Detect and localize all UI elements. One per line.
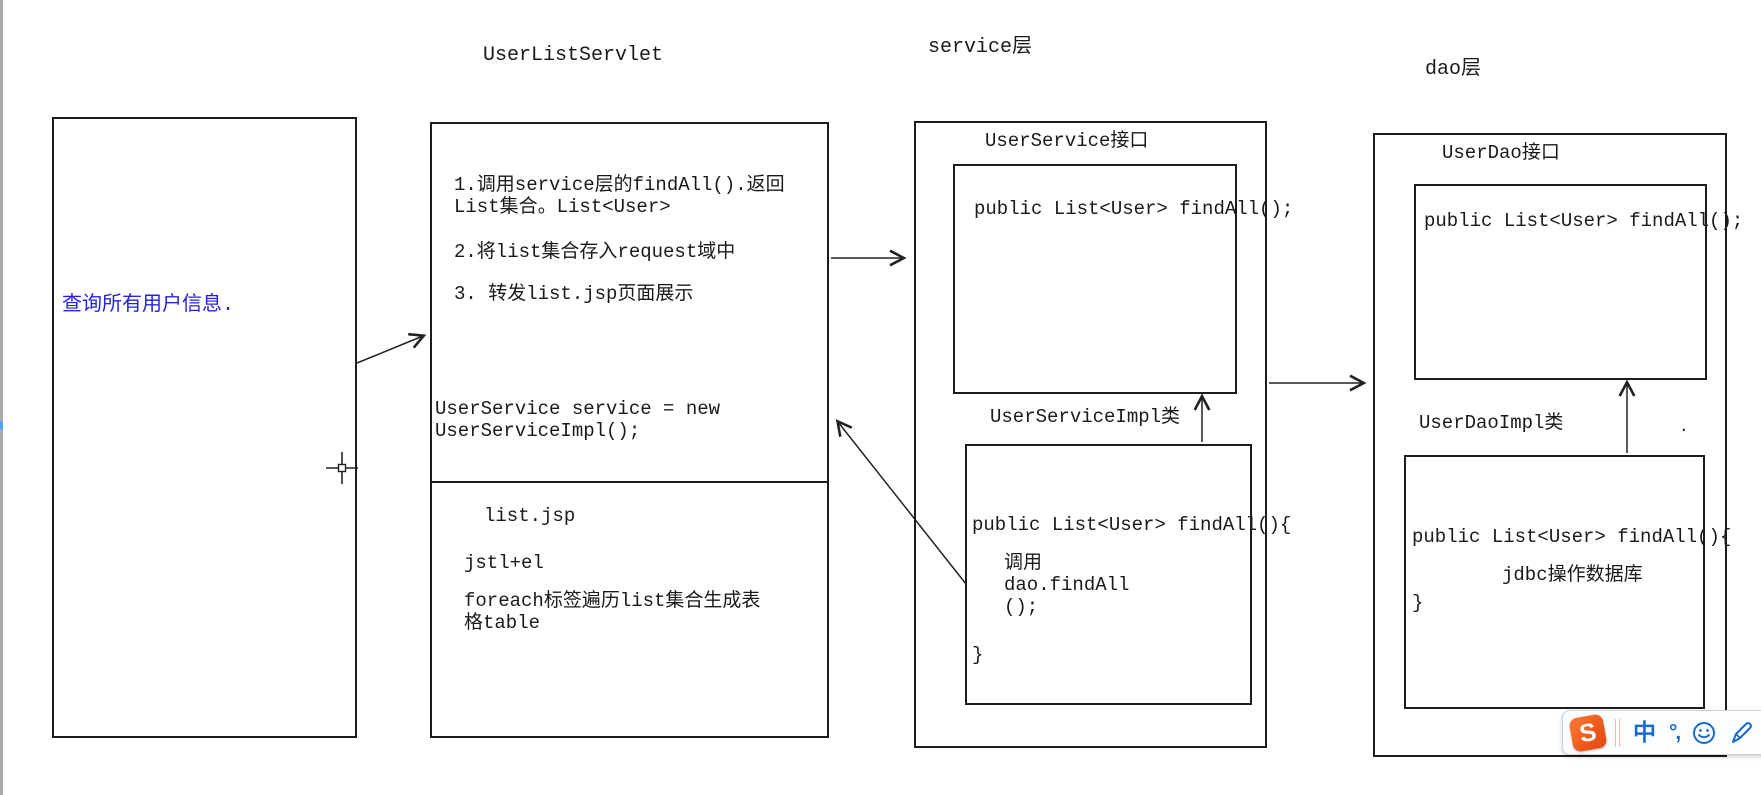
- jsp-tech: jstl+el: [464, 552, 544, 574]
- arrow-request-to-servlet: [356, 332, 427, 364]
- userserviceimpl-box: public List<User> findAll(){ 调用 dao.find…: [965, 444, 1291, 705]
- userservice-interface-box: public List<User> findAll();: [953, 164, 1293, 394]
- userdaoimpl-title: UserDaoImpl类: [1419, 412, 1564, 434]
- jsp-note: foreach标签遍历list集合生成表 格table: [464, 590, 761, 634]
- window-edge-strip: [0, 0, 3, 795]
- servlet-box: 1.调用service层的findAll().返回 List集合。List<Us…: [430, 122, 829, 738]
- servlet-box-divider: [432, 481, 827, 483]
- sogou-logo-letter: S: [1577, 716, 1599, 748]
- dao-layer-title: dao层: [1425, 58, 1482, 81]
- ime-handwriting-button[interactable]: [1729, 720, 1755, 746]
- ime-toolbar: S 中 °,: [1562, 710, 1761, 755]
- servlet-code: UserService service = new UserServiceImp…: [435, 398, 721, 442]
- servlet-layer-title: UserListServlet: [483, 44, 664, 67]
- request-annotation: 查询所有用户信息.: [62, 294, 235, 317]
- servlet-step-1: 1.调用service层的findAll().返回 List集合。List<Us…: [454, 174, 785, 218]
- userdaoimpl-box: public List<User> findAll(){ jdbc操作数据库 }: [1404, 455, 1731, 709]
- userdao-interface-title: UserDao接口: [1442, 142, 1560, 164]
- service-layer-box: UserService接口 public List<User> findAll(…: [914, 121, 1293, 748]
- userdao-method: public List<User> findAll();: [1424, 210, 1744, 232]
- userserviceimpl-close-brace: }: [972, 644, 984, 666]
- userserviceimpl-body: 调用 dao.findAll ();: [1004, 552, 1130, 618]
- servlet-step-3: 3. 转发list.jsp页面展示: [454, 283, 694, 305]
- userserviceimpl-title: UserServiceImpl类: [990, 406, 1181, 428]
- userdaoimpl-body: jdbc操作数据库: [1502, 564, 1643, 586]
- userdaoimpl-method: public List<User> findAll(){: [1412, 526, 1732, 548]
- edge-blue-tick: [0, 421, 3, 430]
- jsp-name: list.jsp: [484, 505, 576, 527]
- pen-icon: [1732, 721, 1753, 743]
- userservice-interface-title: UserService接口: [985, 130, 1149, 152]
- dao-layer-box: UserDao接口 public List<User> findAll(); U…: [1373, 133, 1743, 757]
- servlet-step-2: 2.将list集合存入request域中: [454, 241, 736, 263]
- ime-punctuation-button[interactable]: °,: [1669, 721, 1681, 744]
- userdaoimpl-close-brace: }: [1412, 592, 1424, 614]
- ime-drag-handle[interactable]: [1615, 718, 1620, 747]
- userservice-method: public List<User> findAll();: [974, 198, 1294, 220]
- ime-emoji-button[interactable]: [1692, 721, 1716, 745]
- userdao-interface-box: public List<User> findAll();: [1414, 184, 1743, 380]
- smiley-icon: [1693, 721, 1716, 744]
- sogou-logo-button[interactable]: S: [1568, 712, 1608, 753]
- service-layer-title: service层: [928, 36, 1033, 59]
- request-box: 查询所有用户信息.: [52, 117, 357, 738]
- stray-dot: .: [1679, 418, 1689, 436]
- userserviceimpl-method: public List<User> findAll(){: [972, 514, 1292, 536]
- ime-chinese-mode-button[interactable]: 中: [1633, 719, 1656, 745]
